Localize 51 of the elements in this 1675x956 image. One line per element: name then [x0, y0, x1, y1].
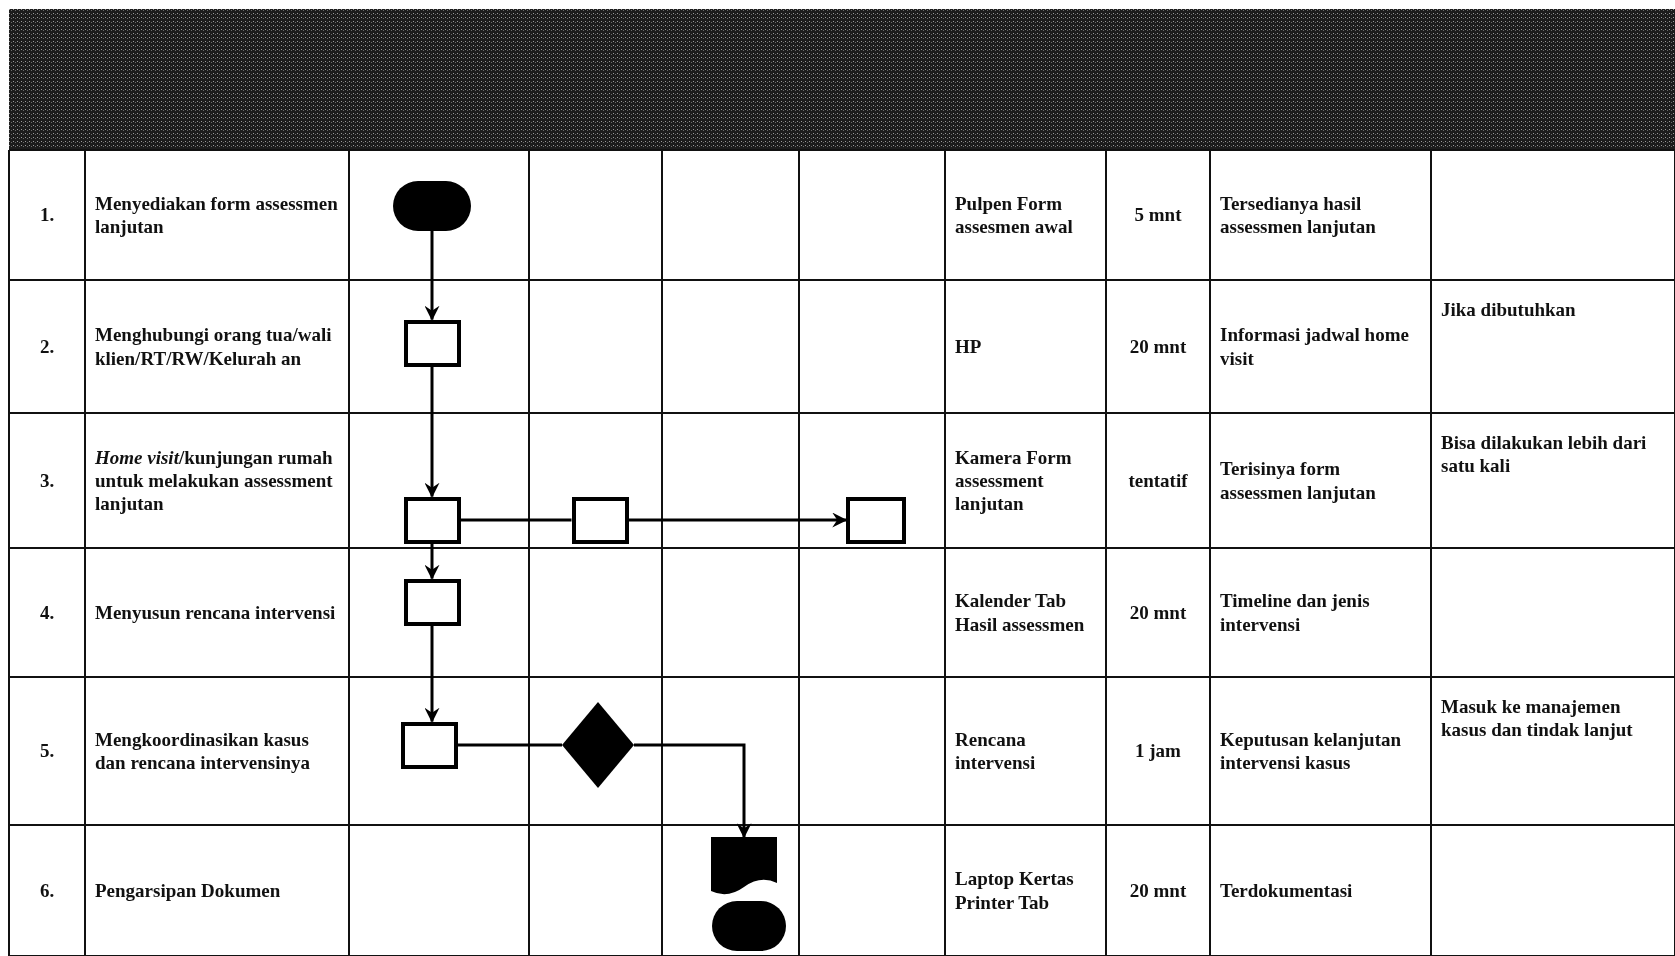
- arrow: [424, 231, 440, 321]
- duration-text: tentatif: [1128, 468, 1188, 493]
- connector-line: [460, 518, 572, 522]
- note-text: Masuk ke manajemen kasus dan tindak lanjut: [1441, 695, 1634, 742]
- output-text: Keputusan kelanjutan intervensi kasus: [1220, 727, 1403, 775]
- arrow: [628, 512, 848, 528]
- output-text: Informasi jadwal home visit: [1220, 323, 1410, 370]
- arrow: [424, 366, 440, 498]
- duration-text: 20 mnt: [1129, 600, 1187, 625]
- equipment-list: Kamera Form assessment lanjutan: [955, 445, 1102, 516]
- process-box: [400, 721, 458, 769]
- duration-text: 5 mnt: [1134, 203, 1182, 227]
- process-box: [403, 578, 461, 626]
- process-box: [403, 496, 461, 544]
- connector-line: [457, 743, 562, 747]
- duration-text: 20 mnt: [1129, 334, 1187, 359]
- step-description: Menghubungi orang tua/wali klien/RT/RW/Kelurah an: [95, 323, 333, 370]
- output-text: Timeline dan jenis intervensi: [1220, 589, 1371, 636]
- equipment-list: Kalender Tab Hasil assessmen: [955, 589, 1102, 636]
- arrow: [634, 743, 752, 839]
- step-description: Mengkoordinasikan kasus dan rencana intervensinya: [95, 727, 311, 775]
- note-text: Jika dibutuhkan: [1441, 298, 1576, 322]
- arrow: [424, 625, 440, 723]
- decision-diamond: [562, 702, 634, 788]
- output-text: Tersedianya hasil assessmen lanjutan: [1220, 191, 1377, 239]
- equipment-list: Laptop Kertas Printer Tab: [955, 867, 1102, 914]
- step-description: Menyediakan form assessmen lanjutan: [95, 191, 339, 239]
- step-number: 3.: [39, 468, 55, 493]
- output-text: Terdokumentasi: [1220, 878, 1353, 903]
- equipment-list: HP: [955, 334, 982, 359]
- step-description: Pengarsipan Dokumen: [95, 878, 281, 903]
- equipment-list: Rencana intervensi: [955, 727, 1102, 775]
- output-text: Terisinya form assessmen lanjutan: [1220, 457, 1377, 504]
- arrow: [424, 543, 440, 580]
- step-number: 2.: [39, 334, 55, 359]
- note-text: Bisa dilakukan lebih dari satu kali: [1441, 431, 1648, 478]
- terminator-shape: [712, 901, 786, 951]
- step-number: 5.: [39, 739, 55, 763]
- duration-text: 1 jam: [1135, 739, 1181, 763]
- step-number: 4.: [39, 600, 55, 625]
- step-number: 6.: [39, 878, 55, 903]
- process-box: [846, 496, 906, 544]
- equipment-list: Pulpen Form assesmen awal: [955, 191, 1102, 239]
- document-shape: [711, 837, 777, 895]
- terminator-shape: [393, 181, 471, 231]
- step-description: Menyusun rencana intervensi: [95, 600, 336, 625]
- step-number: 1.: [39, 203, 55, 227]
- process-box: [571, 496, 629, 544]
- step-description: Home visit/kunjungan rumah untuk melakukan assessment lanjutan: [95, 445, 334, 516]
- duration-text: 20 mnt: [1129, 878, 1187, 903]
- process-box: [403, 319, 461, 367]
